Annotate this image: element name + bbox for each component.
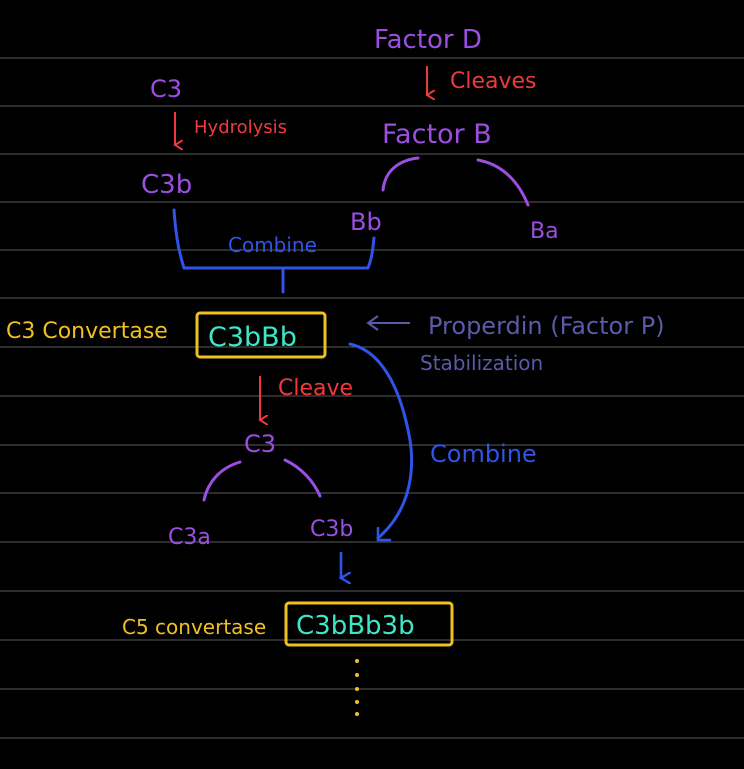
c3-convertase-label: C3 Convertase bbox=[6, 319, 168, 344]
bb-label: Bb bbox=[350, 208, 382, 236]
factor-d-label: Factor D bbox=[374, 25, 482, 55]
factor-b-split-right bbox=[476, 158, 530, 207]
properdin-label: Properdin (Factor P) bbox=[428, 312, 665, 340]
cleave-label: Cleave bbox=[278, 376, 353, 401]
c5-convertase-label: C5 convertase bbox=[122, 615, 266, 639]
c3bbb-label: C3bBb bbox=[208, 322, 297, 353]
c3a-label: C3a bbox=[168, 525, 211, 550]
factor-b-split-left bbox=[381, 156, 420, 192]
combine-top-label: Combine bbox=[228, 233, 317, 257]
c3-top-label: C3 bbox=[150, 75, 182, 103]
stabilization-label: Stabilization bbox=[420, 351, 543, 375]
cleaves-label: Cleaves bbox=[450, 69, 537, 94]
factor-b-label: Factor B bbox=[382, 119, 492, 150]
c3b-top-label: C3b bbox=[141, 170, 192, 200]
combine-curve bbox=[348, 342, 414, 540]
c3b-low-label: C3b bbox=[310, 517, 353, 542]
c3-split-left bbox=[202, 460, 242, 502]
ba-label: Ba bbox=[530, 219, 559, 244]
continuation-dots bbox=[355, 659, 359, 716]
c3-split-right bbox=[283, 458, 322, 498]
c3bbb3b-label: C3bBb3b bbox=[296, 611, 415, 641]
hydrolysis-label: Hydrolysis bbox=[194, 117, 287, 138]
c5-convertase-box bbox=[284, 601, 454, 647]
c3-mid-label: C3 bbox=[244, 430, 276, 458]
combine-bracket bbox=[172, 208, 376, 294]
combine-right-label: Combine bbox=[430, 440, 537, 468]
c3-convertase-box bbox=[195, 311, 327, 359]
